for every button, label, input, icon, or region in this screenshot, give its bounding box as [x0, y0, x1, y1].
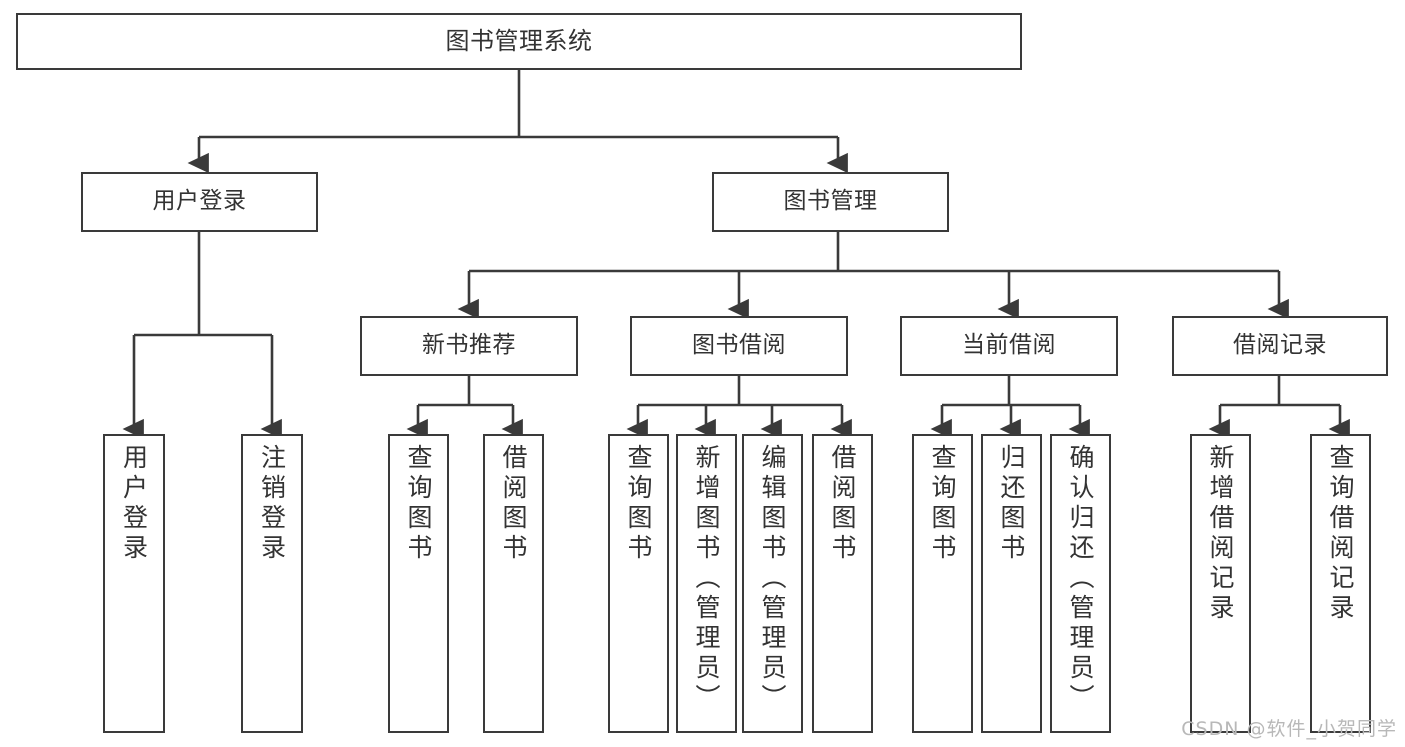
- node-label: 当前借阅: [962, 332, 1056, 359]
- leaf-return-book[interactable]: 归还图书: [981, 434, 1042, 733]
- node-label: 图书管理系统: [445, 27, 593, 56]
- watermark-text: CSDN @软件_小贺同学: [1181, 718, 1397, 740]
- node-label: 借阅图书: [499, 444, 528, 564]
- leaf-borrow-book-recommend[interactable]: 借阅图书: [483, 434, 544, 733]
- leaf-edit-book-admin[interactable]: 编辑图书（管理员）: [742, 434, 803, 733]
- node-label: 查询图书: [624, 444, 653, 564]
- node-label: 查询借阅记录: [1326, 444, 1355, 624]
- node-label: 借阅记录: [1233, 332, 1327, 359]
- node-current-borrow[interactable]: 当前借阅: [900, 316, 1118, 376]
- leaf-add-borrow-record[interactable]: 新增借阅记录: [1190, 434, 1251, 733]
- node-label: 确认归还（管理员）: [1066, 444, 1095, 714]
- node-label: 用户登录: [119, 444, 149, 564]
- leaf-query-book-current[interactable]: 查询图书: [912, 434, 973, 733]
- node-new-book-recommend[interactable]: 新书推荐: [360, 316, 578, 376]
- leaf-user-login[interactable]: 用户登录: [103, 434, 165, 733]
- node-label: 编辑图书（管理员）: [758, 444, 787, 714]
- node-label: 新增图书（管理员）: [692, 444, 721, 714]
- leaf-add-book-admin[interactable]: 新增图书（管理员）: [676, 434, 737, 733]
- node-label: 查询图书: [404, 444, 433, 564]
- node-label: 查询图书: [928, 444, 957, 564]
- leaf-confirm-return-admin[interactable]: 确认归还（管理员）: [1050, 434, 1111, 733]
- node-book-borrow[interactable]: 图书借阅: [630, 316, 848, 376]
- leaf-query-book-borrow[interactable]: 查询图书: [608, 434, 669, 733]
- leaf-user-logout[interactable]: 注销登录: [241, 434, 303, 733]
- node-label: 用户登录: [152, 188, 247, 215]
- node-label: 图书管理: [783, 188, 878, 215]
- node-borrow-record[interactable]: 借阅记录: [1172, 316, 1388, 376]
- leaf-query-borrow-record[interactable]: 查询借阅记录: [1310, 434, 1371, 733]
- leaf-query-book-recommend[interactable]: 查询图书: [388, 434, 449, 733]
- leaf-borrow-book[interactable]: 借阅图书: [812, 434, 873, 733]
- node-label: 新增借阅记录: [1206, 444, 1235, 624]
- node-label: 借阅图书: [828, 444, 857, 564]
- node-book-management[interactable]: 图书管理: [712, 172, 949, 232]
- node-user-login[interactable]: 用户登录: [81, 172, 318, 232]
- node-label: 注销登录: [257, 444, 287, 564]
- node-root-book-management-system[interactable]: 图书管理系统: [16, 13, 1022, 70]
- node-label: 图书借阅: [692, 332, 786, 359]
- node-label: 归还图书: [997, 444, 1026, 564]
- node-label: 新书推荐: [422, 332, 516, 359]
